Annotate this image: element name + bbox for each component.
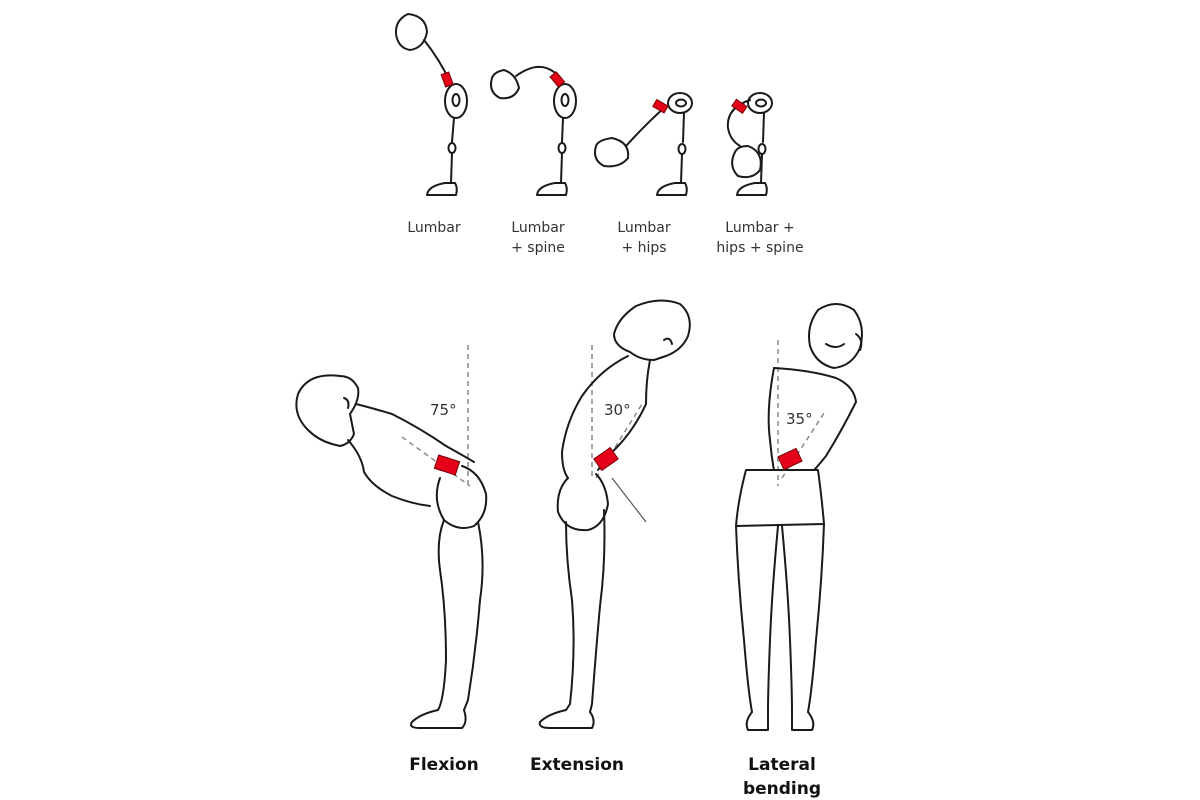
figure-flexion: 75°	[295, 345, 488, 729]
caption-lumbar-hips-spine-1: Lumbar +	[725, 220, 794, 236]
sensor	[652, 98, 669, 114]
caption-lumbar-spine-1: Lumbar	[511, 220, 565, 236]
angle-lateral-bending: 35°	[786, 410, 813, 428]
caption-lumbar-spine-2: + spine	[511, 240, 565, 256]
sensor	[731, 98, 748, 114]
sensor	[433, 454, 461, 476]
label-lateral-bending-2: bending	[743, 779, 821, 799]
caption-lumbar-hips-1: Lumbar	[617, 220, 671, 236]
angle-extension: 30°	[604, 401, 631, 419]
sensor	[440, 71, 454, 88]
stick-figure-lumbar-hips-spine	[726, 92, 773, 196]
sensor	[549, 71, 566, 88]
sensor	[777, 447, 803, 471]
stick-figure-lumbar-hips	[594, 92, 693, 196]
stick-figure-lumbar	[394, 13, 468, 196]
label-flexion: Flexion	[409, 755, 479, 775]
caption-lumbar-hips-spine-2: hips + spine	[716, 240, 803, 256]
figure-extension: 30°	[538, 299, 691, 729]
caption-lumbar-hips-2: + hips	[621, 240, 666, 256]
sensor	[593, 446, 619, 472]
caption-lumbar: Lumbar	[407, 220, 461, 236]
angle-flexion: 75°	[430, 401, 457, 419]
figure-lateral-bending: 35°	[735, 303, 863, 731]
label-extension: Extension	[530, 755, 624, 775]
stick-figure-lumbar-spine	[490, 65, 577, 196]
label-lateral-bending-1: Lateral	[748, 755, 816, 775]
